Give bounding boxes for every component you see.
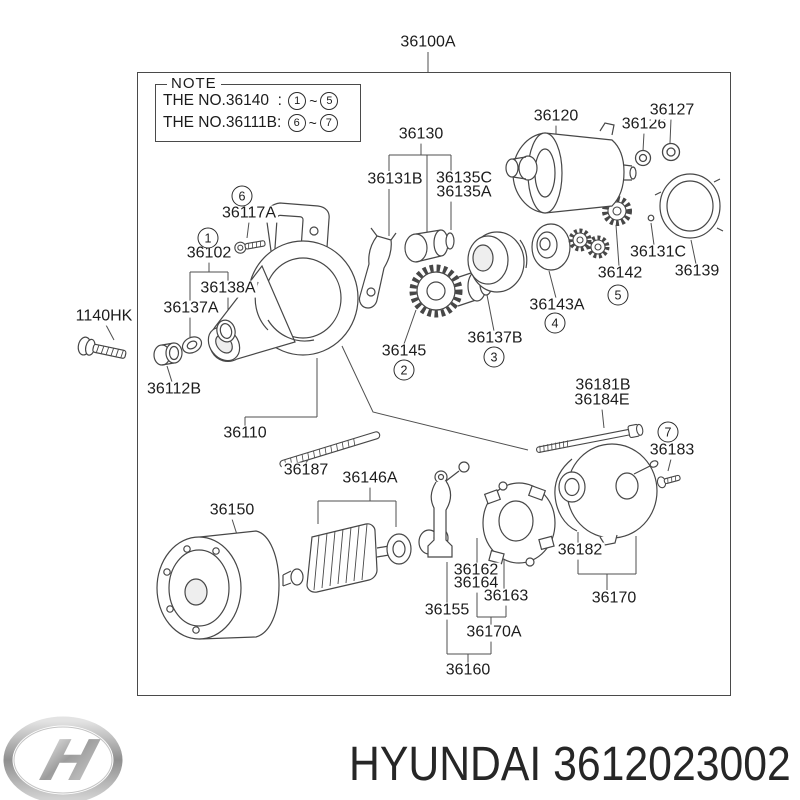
note-callout-from-1: 1 [288, 92, 307, 110]
part-label-36126: 36126 [619, 115, 669, 134]
part-label-36142: 36142 [595, 264, 645, 283]
ball-drawing [647, 214, 655, 222]
part-label-36130: 36130 [396, 125, 446, 144]
callout-7: 7 [657, 421, 679, 443]
cover-screw-drawing [656, 474, 681, 489]
armature-drawing [282, 523, 449, 593]
yoke-drawing [156, 530, 280, 640]
part-label-36150: 36150 [207, 501, 257, 520]
part-label-36164: 36164 [451, 574, 501, 593]
part-label-36183: 36183 [647, 441, 697, 460]
callout-1: 1 [197, 227, 219, 249]
small-bolt-drawing [234, 240, 266, 254]
note-callout-to-1: 5 [320, 92, 339, 110]
through-bolt-drawing [536, 423, 644, 453]
part-label-36131B: 36131B [365, 170, 425, 189]
drive-end-housing-drawing [207, 202, 359, 362]
part-label-36127: 36127 [647, 101, 697, 120]
note-callout-from-2: 6 [287, 114, 306, 132]
part-label-36110: 36110 [221, 424, 269, 443]
leader-lines [105, 52, 697, 663]
part-label-36137A: 36137A [161, 299, 221, 318]
part-label-36120: 36120 [531, 107, 581, 126]
part-label-36181B: 36181B [573, 376, 633, 395]
brush-holder-drawing [482, 481, 556, 567]
hyundai-logo: H [3, 716, 123, 800]
part-label-36184E: 36184E [572, 391, 632, 410]
part-label-36163: 36163 [481, 587, 531, 606]
brand-text: HYUNDAI [349, 738, 542, 791]
note-callout-to-2: 7 [319, 114, 338, 132]
callout-3: 3 [483, 346, 505, 368]
callout-4: 4 [544, 312, 566, 334]
diagram-frame [137, 72, 731, 696]
note-line-2-text: THE NO.36111B: [163, 114, 286, 131]
note-line-1: THE NO.36140 : 1 ~ 5 [163, 92, 340, 110]
callout-5: 5 [607, 284, 629, 306]
part-label-36143A: 36143A [527, 296, 587, 315]
washer-bushing-drawings [153, 319, 236, 366]
part-label-36138A: 36138A [198, 279, 258, 298]
callout-6: 6 [231, 185, 253, 207]
brush-bracket-drawing [427, 461, 470, 558]
stud-bolt-drawing [279, 431, 381, 468]
part-label-36187: 36187 [281, 461, 331, 480]
part-label-36155: 36155 [422, 601, 472, 620]
part-label-36146A: 36146A [340, 469, 400, 488]
solenoid-drawing [505, 122, 637, 214]
part-label-36182: 36182 [555, 541, 605, 560]
shift-lever-drawing [358, 227, 397, 309]
footer-part-line: HYUNDAI 3612023002 [349, 737, 791, 792]
part-label-36102: 36102 [184, 244, 234, 263]
note-range-separator-1: ~ [309, 93, 318, 109]
callout-2: 2 [393, 359, 415, 381]
mount-bolt-drawing [77, 336, 127, 359]
note-title: NOTE [167, 75, 221, 92]
note-box: NOTE THE NO.36140 : 1 ~ 5 THE NO.36111B:… [155, 75, 361, 142]
part-label-36117A: 36117A [220, 204, 278, 223]
note-lines: THE NO.36140 : 1 ~ 5 THE NO.36111B: 6 ~ … [163, 92, 340, 132]
part-label-36170A: 36170A [464, 623, 524, 642]
planet-carrier-drawing [531, 223, 610, 271]
part-label-36100A: 36100A [398, 33, 458, 52]
part-label-1140HK: 1140HK [73, 307, 135, 326]
part-label-36137B: 36137B [465, 329, 525, 348]
nut-drawings [634, 142, 681, 167]
plunger-drawing [404, 229, 455, 263]
part-label-36170: 36170 [589, 589, 639, 608]
note-range-separator-2: ~ [308, 115, 317, 131]
part-label-36112B: 36112B [145, 380, 203, 399]
part-label-36139: 36139 [672, 262, 722, 281]
part-label-36131C: 36131C [627, 243, 689, 262]
part-label-36145: 36145 [379, 342, 429, 361]
note-line-2: THE NO.36111B: 6 ~ 7 [163, 114, 340, 132]
rear-cover-drawing [554, 443, 659, 546]
part-number-text: 3612023002 [553, 738, 791, 791]
part-label-36162: 36162 [451, 561, 501, 580]
part-label-36135C: 36135C [433, 169, 495, 188]
part-label-36135A: 36135A [434, 183, 494, 202]
ring-gear-drawing [654, 173, 724, 239]
part-label-36160: 36160 [443, 661, 493, 680]
clutch-drawing [467, 231, 528, 293]
note-line-1-text: THE NO.36140 : [163, 92, 287, 109]
